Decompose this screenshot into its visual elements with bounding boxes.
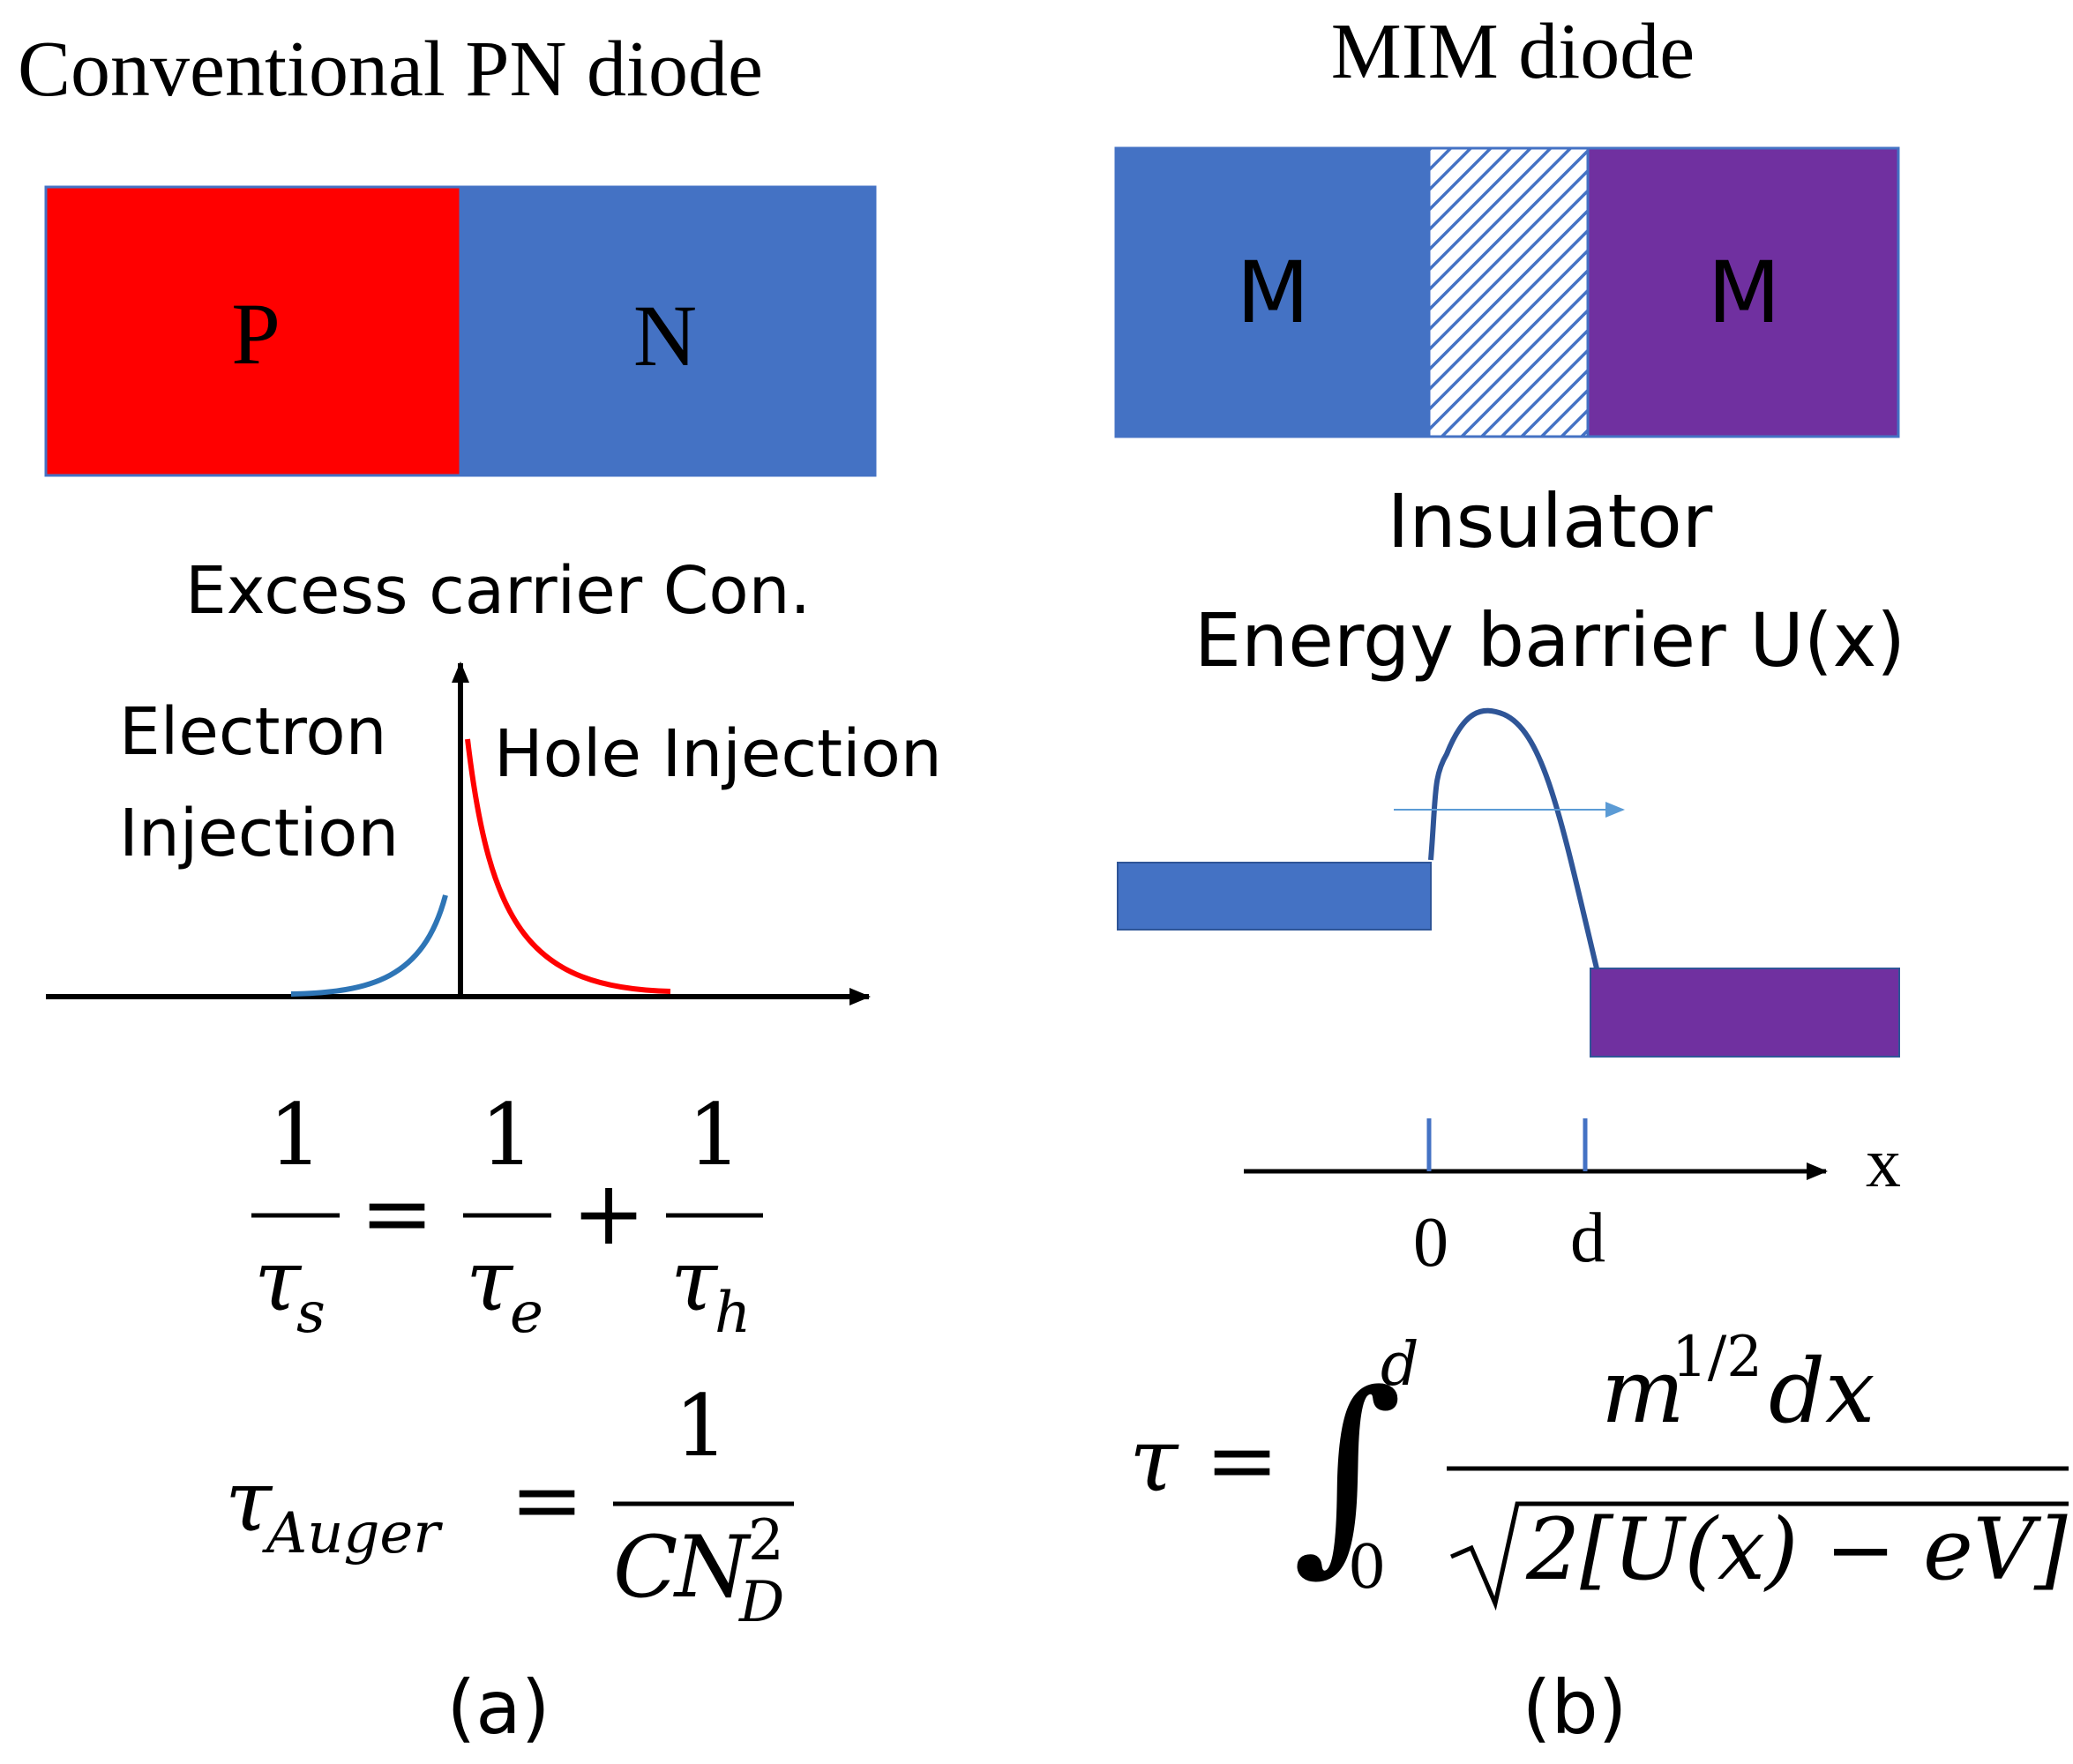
eq1-num-2: 1 bbox=[480, 1086, 534, 1185]
barrier-curve bbox=[1428, 707, 1599, 969]
eq1-sub-e: e bbox=[510, 1281, 543, 1346]
eq1-num-1: 1 bbox=[268, 1086, 322, 1185]
n-label: N bbox=[633, 287, 697, 385]
insulator-label: Insulator bbox=[1388, 478, 1713, 564]
caption-b: (b) bbox=[1523, 1664, 1628, 1751]
metal-right bbox=[1586, 146, 1900, 438]
x-axis-label: x bbox=[1866, 1125, 1901, 1202]
fermi-level-right bbox=[1590, 968, 1900, 1058]
eq1-sub-s: s bbox=[296, 1281, 326, 1346]
electron-curve bbox=[290, 894, 448, 997]
hole-label: Hole Injection bbox=[494, 716, 942, 792]
eq2-N: N bbox=[673, 1518, 752, 1617]
eq1-tau-h: τ bbox=[670, 1231, 719, 1330]
eq1-plus: + bbox=[572, 1162, 646, 1265]
tick-d-label: d bbox=[1570, 1200, 1605, 1277]
eqb-den-body: 2[U(x) − eV] bbox=[1525, 1500, 2068, 1599]
panel-b-title: MIM diode bbox=[1331, 8, 1695, 95]
panel-a-title: Conventional PN diode bbox=[18, 26, 763, 113]
fermi-level-left bbox=[1117, 862, 1432, 931]
n-region bbox=[459, 185, 877, 477]
eq2-sub-auger: Auger bbox=[262, 1501, 443, 1566]
eqb-integral: ∫ bbox=[1292, 1347, 1403, 1594]
eq2-C: C bbox=[613, 1518, 677, 1617]
eqb-equals: = bbox=[1205, 1409, 1279, 1512]
eqb-num-dx: dx bbox=[1769, 1340, 1875, 1443]
m-left-label: M bbox=[1237, 243, 1310, 342]
eq2-sup-2: 2 bbox=[748, 1508, 784, 1573]
p-region bbox=[44, 185, 462, 477]
eqb-tau: τ bbox=[1129, 1409, 1179, 1512]
barrier-label: Energy barrier U(x) bbox=[1194, 597, 1905, 684]
equation-tunneling-time: τ = ∫ d 0 m 1/2 dx 2[U(x) − eV] bbox=[1129, 1325, 2069, 1611]
eqb-num-m: m bbox=[1601, 1340, 1685, 1443]
eq2-sub-D: D bbox=[738, 1570, 784, 1635]
hole-curve bbox=[465, 738, 671, 994]
insulator-layer bbox=[1427, 146, 1590, 438]
eqb-upper-limit: d bbox=[1381, 1330, 1419, 1400]
panel-b: MIM diode M M Insulator Energy barrier U… bbox=[1114, 8, 2069, 1751]
eq2-tau: τ bbox=[225, 1452, 273, 1551]
p-label: P bbox=[231, 285, 281, 383]
m-right-label: M bbox=[1708, 243, 1781, 342]
eq1-num-3: 1 bbox=[687, 1086, 741, 1185]
equation-lifetime-sum: 1 τ s = 1 τ e + 1 τ h bbox=[251, 1086, 763, 1346]
eq2-num-1: 1 bbox=[674, 1377, 728, 1476]
metal-left bbox=[1114, 146, 1431, 438]
plot-title: Excess carrier Con. bbox=[185, 553, 811, 629]
eq1-tau-e: τ bbox=[466, 1231, 514, 1330]
equation-auger: τ Auger = 1 C N 2 D bbox=[225, 1377, 794, 1635]
tick-0-label: 0 bbox=[1413, 1204, 1448, 1282]
caption-a: (a) bbox=[446, 1664, 550, 1751]
eq1-sub-h: h bbox=[715, 1281, 751, 1346]
panel-a: Conventional PN diode P N Excess carrier… bbox=[18, 26, 942, 1751]
eq2-equals: = bbox=[510, 1448, 584, 1551]
electron-label-line2: Injection bbox=[119, 796, 399, 871]
eqb-num-exp: 1/2 bbox=[1672, 1325, 1762, 1390]
eq1-equals: = bbox=[360, 1162, 434, 1265]
electron-label-line1: Electron bbox=[119, 694, 387, 770]
eqb-lower-limit: 0 bbox=[1348, 1533, 1386, 1603]
eqb-sqrt-sign bbox=[1450, 1501, 2069, 1611]
eq1-tau-s: τ bbox=[254, 1231, 303, 1330]
